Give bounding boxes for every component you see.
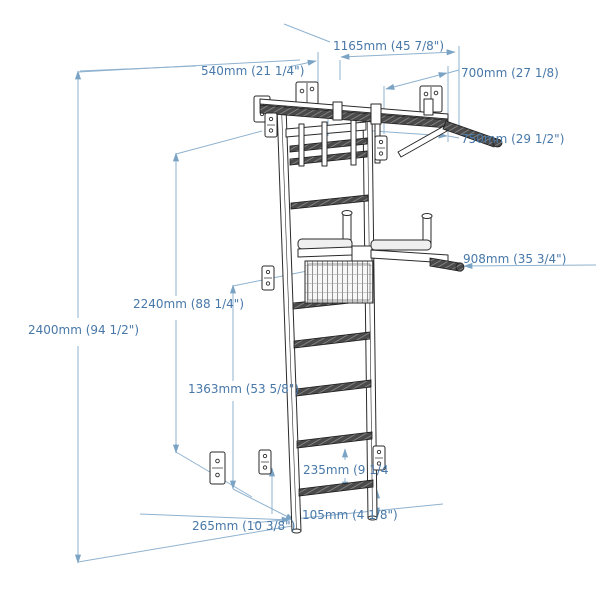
dim-dip-handle-lines [463, 262, 597, 269]
pullup-bar-assembly [259, 98, 503, 158]
rung [296, 431, 373, 449]
dim-top-width-label: 1165mm (45 7/8") [333, 39, 444, 53]
dip-mount-plate [351, 245, 373, 263]
rung [298, 479, 374, 497]
dim-ladder-height-label: 2240mm (88 1/4") [133, 297, 244, 311]
beam-clamp [423, 98, 434, 116]
dim-lower-section-height-label: 1363mm (53 5/8") [188, 382, 299, 396]
dip-handle-cap [455, 262, 465, 272]
dim-base-depth-lines [139, 467, 291, 523]
pullup-grip [442, 120, 498, 148]
dim-pullup-mount-width-label: 700mm (27 1/8) [461, 66, 559, 80]
dim-bottom-clearance-label: 105mm (4 1/8") [302, 508, 398, 522]
ladder-rungs [289, 137, 374, 497]
wall-bracket [374, 135, 388, 161]
dim-rung-spacing-label: 235mm (9 1/4 [303, 463, 389, 477]
dim-base-depth-label: 265mm (10 3/8") [192, 519, 295, 533]
dim-top-width-lines [283, 23, 460, 128]
rung [290, 194, 369, 210]
wall-bars-structure [209, 81, 503, 534]
rung [295, 379, 372, 397]
dim-total-height-label: 2400mm (94 1/2") [28, 323, 139, 337]
dim-wall-offset-label: 540mm (21 1/4") [201, 64, 304, 78]
ladder-left-rail [276, 106, 302, 534]
wall-anchor-plate [209, 451, 226, 485]
dim-ladder-height-lines [172, 130, 263, 498]
beam-clamp [332, 101, 343, 121]
pullup-grip-cap [492, 138, 503, 148]
backrest-pad [304, 260, 374, 304]
rung [293, 331, 371, 349]
dip-station [297, 210, 465, 304]
dim-dip-handle-depth-label: 908mm (35 3/4") [463, 252, 566, 266]
beam-clamp [370, 103, 382, 125]
rung [289, 137, 368, 153]
armrest-pad-right [370, 239, 432, 251]
pullup-brace [397, 125, 448, 158]
wall-bracket [258, 449, 272, 475]
dimension-labels: 1165mm (45 7/8") 540mm (21 1/4") 700mm (… [28, 39, 566, 533]
rung [289, 150, 368, 166]
wall-bracket [261, 265, 275, 291]
dim-pullup-bar-length-label: 750mm (29 1/2") [461, 132, 564, 146]
wall-bracket [264, 112, 278, 138]
dim-lower-section-lines [229, 269, 313, 521]
